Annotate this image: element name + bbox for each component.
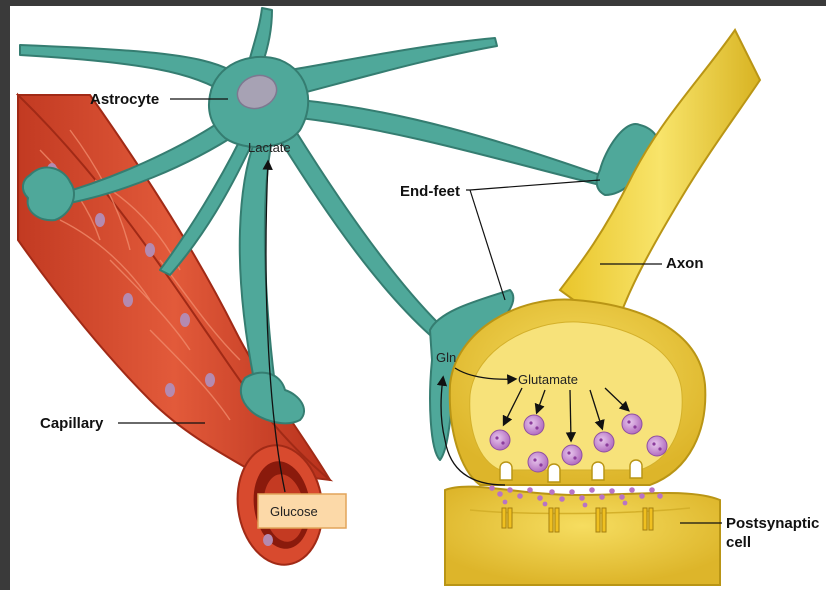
capillary-label: Capillary <box>40 415 104 432</box>
axon-label: Axon <box>666 255 704 272</box>
astrocyte-label: Astrocyte <box>90 91 159 108</box>
postsynaptic-label-line2: cell <box>726 534 751 551</box>
lactate-label: Lactate <box>248 140 291 155</box>
gln-label: Gln <box>436 350 456 365</box>
postsynaptic-label-line1: Postsynaptic <box>726 515 819 532</box>
glutamate-label: Glutamate <box>518 372 578 387</box>
glucose-label: Glucose <box>270 504 318 519</box>
end-feet-label: End-feet <box>400 183 460 200</box>
postsynaptic-cell <box>445 487 720 585</box>
